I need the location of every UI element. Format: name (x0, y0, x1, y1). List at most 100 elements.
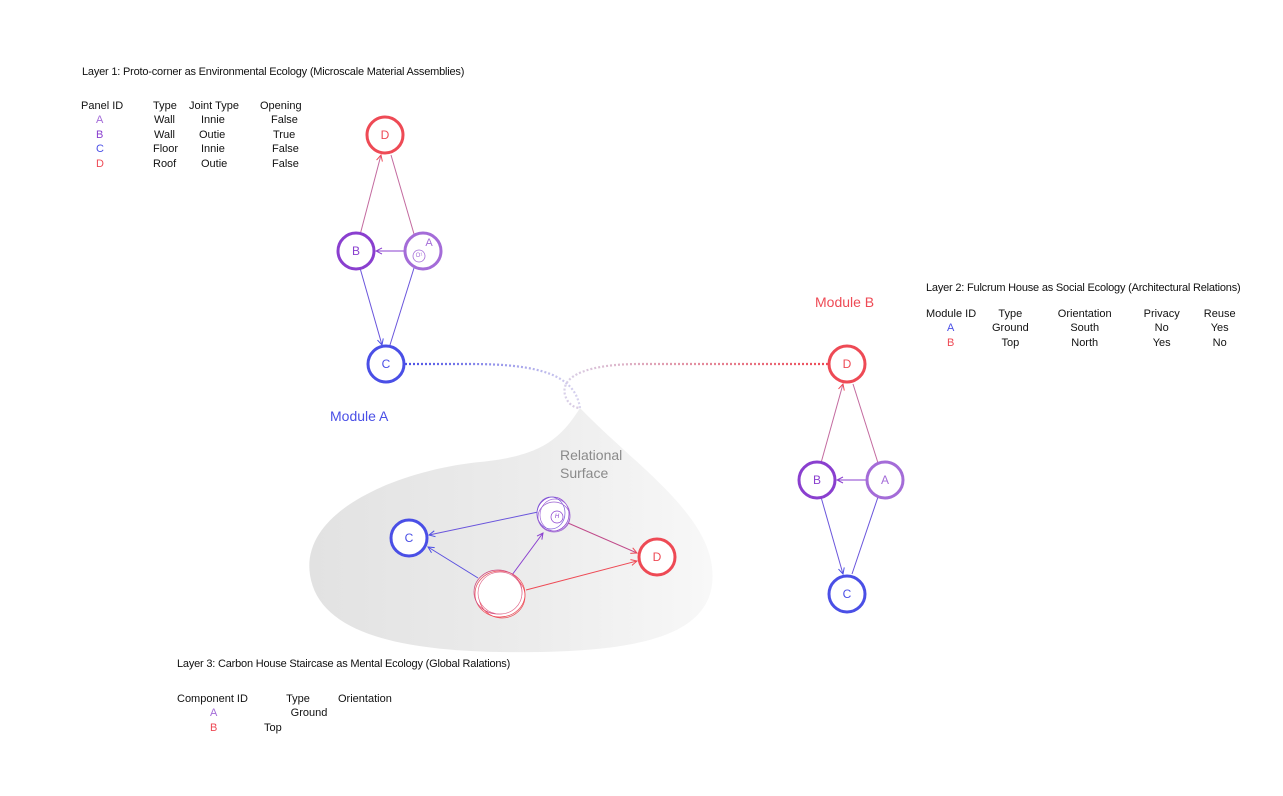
module-reuse: Yes (1210, 322, 1229, 334)
layer1-header-joint-type: Joint Type (189, 100, 239, 112)
node-b (797, 460, 837, 500)
component-id: A (210, 707, 218, 719)
layer3-row: B Top (177, 721, 392, 736)
node-d-label: D (381, 128, 390, 142)
node-a-label: A (881, 473, 889, 487)
panel-type: Wall (154, 128, 175, 141)
edge-h-c (429, 511, 539, 535)
node-c-label: C (843, 587, 852, 601)
panel-type: Wall (154, 114, 175, 126)
node-c (827, 574, 867, 614)
module-b-label: Module B (815, 294, 875, 310)
component-id: B (210, 721, 218, 734)
module-a-graph: D B A O¹ C (336, 115, 443, 384)
layer1-table: Panel ID Type Joint Type Opening A Wall … (81, 99, 302, 171)
module-privacy: Yes (1152, 336, 1171, 349)
stacked-node-h-label: H (555, 514, 560, 520)
layer1-row: D Roof Outie False (81, 157, 302, 172)
module-b-link (563, 362, 828, 410)
edge-a-d (390, 154, 415, 235)
panel-opening: True (273, 128, 296, 141)
module-id: B (947, 336, 955, 349)
module-b-graph: D B A C (797, 344, 905, 614)
layer2-header-orientation: Orientation (1057, 308, 1112, 320)
layer1-row: A Wall Innie False (81, 113, 302, 128)
node-a-label: A (425, 237, 433, 249)
panel-opening: False (272, 143, 299, 155)
node-d (637, 537, 677, 577)
edge-o-h (511, 533, 543, 576)
node-a (403, 231, 443, 271)
relational-surface-label: Relational Surface (560, 446, 622, 482)
node-c-label: C (405, 531, 414, 545)
edge-b-c (359, 267, 382, 345)
module-type: Top (1001, 336, 1020, 349)
node-c (366, 344, 406, 384)
layer1-header-panel-id: Panel ID (81, 100, 124, 112)
panel-opening: False (272, 157, 299, 170)
module-privacy: No (1154, 322, 1169, 334)
layer2-header-reuse: Reuse (1203, 308, 1236, 320)
relational-surface-shape (309, 408, 713, 653)
relational-graph: C D H (389, 496, 677, 619)
panel-opening: False (271, 114, 298, 126)
node-c-label: C (382, 357, 391, 371)
layer3-table: Component ID Type Orientation A Ground B… (177, 692, 392, 735)
layer2-row: A Ground South No Yes (926, 321, 1257, 336)
layer2-table: Module ID Type Orientation Privacy Reuse… (926, 307, 1257, 350)
panel-type: Roof (153, 157, 177, 170)
panel-id: A (96, 114, 104, 126)
panel-joint: Outie (199, 128, 226, 141)
panel-type: Floor (153, 143, 179, 155)
component-type: Top (264, 721, 282, 734)
edge-o-c (428, 547, 479, 579)
opening-icon (412, 249, 426, 263)
layer2-title: Layer 2: Fulcrum House as Social Ecology… (926, 282, 1241, 294)
edge-a-d (852, 383, 879, 464)
opening-icon-label: O¹ (416, 253, 423, 259)
layer3-header-orientation: Orientation (338, 693, 392, 705)
layer2-header-privacy: Privacy (1143, 308, 1180, 320)
panel-id: C (96, 143, 104, 155)
node-d-label: D (653, 550, 662, 564)
stacked-node-h: H (536, 496, 571, 533)
module-a-link (405, 362, 582, 409)
layer1-header-opening: Opening (260, 100, 302, 112)
node-b-label: B (813, 473, 821, 487)
edge-o-d (525, 561, 637, 591)
layer2-header-module-id: Module ID (926, 308, 977, 320)
layer1-row: C Floor Innie False (81, 142, 302, 157)
edge-a-c (851, 496, 879, 575)
layer3-title: Layer 3: Carbon House Staircase as Menta… (177, 658, 511, 670)
edge-a-c (389, 267, 415, 346)
panel-joint: Outie (201, 157, 228, 170)
panel-id: D (96, 157, 104, 170)
module-reuse: No (1212, 336, 1227, 349)
node-a (865, 460, 905, 500)
node-d (827, 344, 867, 384)
node-d (365, 115, 405, 155)
module-type: Ground (992, 322, 1029, 334)
edge-b-d (359, 155, 381, 236)
node-d-label: D (843, 357, 852, 371)
layer1-title: Layer 1: Proto-corner as Environmental E… (82, 66, 465, 78)
edge-b-d (820, 384, 843, 464)
node-b-label: B (352, 244, 360, 258)
panel-joint: Innie (201, 143, 225, 155)
node-b (336, 231, 376, 271)
layer2-header-type: Type (998, 308, 1023, 320)
module-orientation: South (1070, 322, 1100, 334)
edge-h-d (567, 522, 637, 553)
panel-id: B (96, 128, 104, 141)
layer1-header-type: Type (153, 100, 177, 112)
layer2-row: B Top North Yes No (926, 336, 1257, 351)
layer3-header-component-id: Component ID (177, 693, 248, 705)
module-id: A (947, 322, 955, 334)
component-type: Ground (290, 707, 328, 719)
layer3-header-type: Type (286, 693, 310, 705)
relational-surface-label-line1: Relational (560, 447, 623, 463)
stacked-node-bottom (473, 569, 526, 619)
edge-b-c (820, 496, 843, 574)
layer3-row: A Ground (177, 706, 392, 721)
